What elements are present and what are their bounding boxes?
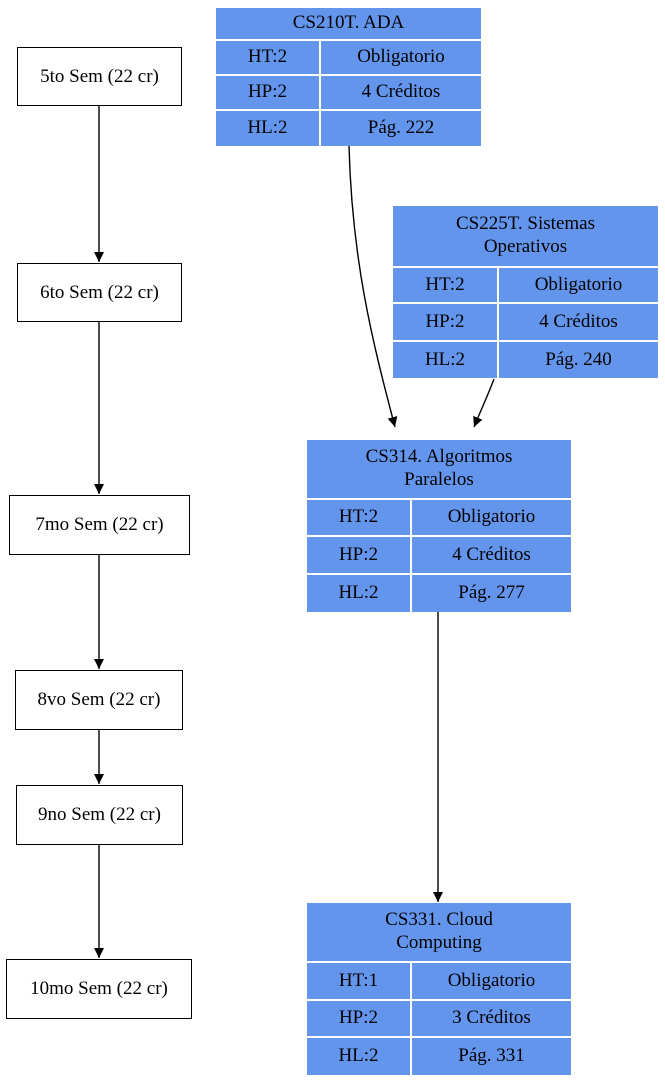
edge-cs210t-cs314 (348, 145, 398, 428)
course-hp: HP:2 (307, 537, 410, 573)
course-title: CS314. Algoritmos Paralelos (307, 440, 571, 498)
course-title: CS225T. Sistemas Operativos (393, 206, 658, 266)
course-type: Obligatorio (412, 500, 571, 535)
semester-node-5: 5to Sem (22 cr) (17, 47, 182, 106)
course-ht: HT:2 (393, 268, 497, 302)
course-page: Pág. 331 (412, 1038, 571, 1075)
semester-node-8: 8vo Sem (22 cr) (15, 670, 183, 730)
course-ht: HT:1 (307, 963, 410, 999)
course-node-cs210t: CS210T. ADA HT:2 Obligatorio HP:2 4 Créd… (216, 8, 481, 146)
course-title: CS210T. ADA (216, 8, 481, 39)
course-hp: HP:2 (216, 76, 319, 109)
course-hl: HL:2 (393, 342, 497, 378)
semester-node-10: 10mo Sem (22 cr) (6, 959, 192, 1019)
course-credits: 3 Créditos (412, 1001, 571, 1036)
edge-cs225t-cs314 (473, 378, 495, 428)
course-page: Pág. 240 (499, 342, 658, 378)
course-node-cs331: CS331. Cloud Computing HT:1 Obligatorio … (307, 903, 571, 1075)
course-hp: HP:2 (307, 1001, 410, 1036)
course-node-cs314: CS314. Algoritmos Paralelos HT:2 Obligat… (307, 440, 571, 612)
semester-node-9: 9no Sem (22 cr) (16, 785, 183, 845)
course-page: Pág. 222 (321, 111, 481, 146)
course-credits: 4 Créditos (412, 537, 571, 573)
course-credits: 4 Créditos (499, 304, 658, 340)
course-hl: HL:2 (307, 575, 410, 612)
course-node-cs225t: CS225T. Sistemas Operativos HT:2 Obligat… (393, 206, 658, 378)
course-ht: HT:2 (307, 500, 410, 535)
course-type: Obligatorio (412, 963, 571, 999)
course-hl: HL:2 (216, 111, 319, 146)
course-title: CS331. Cloud Computing (307, 903, 571, 961)
course-ht: HT:2 (216, 41, 319, 74)
course-hl: HL:2 (307, 1038, 410, 1075)
semester-node-7: 7mo Sem (22 cr) (9, 495, 190, 555)
course-credits: 4 Créditos (321, 76, 481, 109)
semester-node-6: 6to Sem (22 cr) (17, 263, 182, 322)
course-type: Obligatorio (321, 41, 481, 74)
course-page: Pág. 277 (412, 575, 571, 612)
course-hp: HP:2 (393, 304, 497, 340)
course-type: Obligatorio (499, 268, 658, 302)
